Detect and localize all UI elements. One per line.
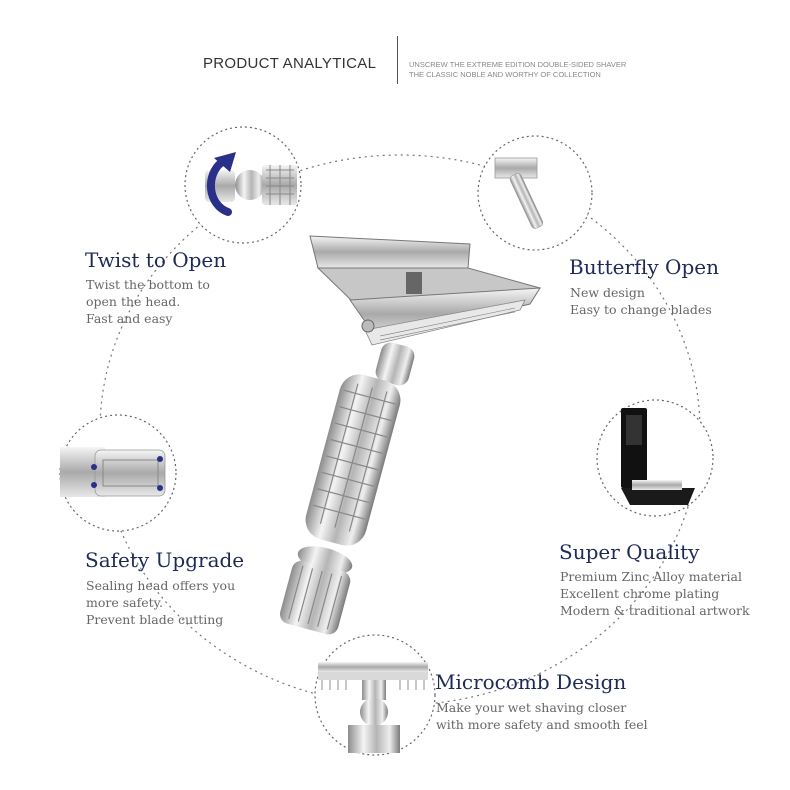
butterfly-detail-circle (477, 135, 593, 251)
quality-desc-line: Premium Zinc Alloy material (560, 569, 742, 584)
safety-title: Safety Upgrade (85, 548, 245, 572)
twist-arrow-icon (206, 158, 232, 216)
quality-desc-line: Excellent chrome plating (560, 586, 720, 601)
safety-desc-line: Prevent blade cutting (86, 612, 224, 627)
page-title: PRODUCT ANALYTICAL (203, 55, 377, 72)
twist-detail-circle (184, 126, 302, 244)
microcomb-description: Make your wet shaving closer with more s… (436, 699, 648, 733)
safety-desc-line: more safety. (86, 595, 164, 610)
header-subtitle: UNSCREW THE EXTREME EDITION DOUBLE-SIDED… (409, 60, 626, 80)
safety-detail-circle (59, 414, 177, 532)
twist-title: Twist to Open (85, 248, 227, 272)
twist-desc-line: Fast and easy (86, 311, 173, 326)
header-subtitle-line-2: THE CLASSIC NOBLE AND WORTHY OF COLLECTI… (409, 70, 601, 79)
butterfly-description: New design Easy to change blades (570, 284, 712, 318)
microcomb-desc-line: with more safety and smooth feel (436, 717, 648, 732)
microcomb-title: Microcomb Design (435, 670, 627, 694)
microcomb-desc-line: Make your wet shaving closer (436, 700, 627, 715)
quality-detail-circle (596, 399, 714, 517)
quality-title: Super Quality (559, 540, 700, 564)
butterfly-desc-line: Easy to change blades (570, 302, 712, 317)
twist-desc-line: open the head. (86, 294, 181, 309)
header-subtitle-line-1: UNSCREW THE EXTREME EDITION DOUBLE-SIDED… (409, 60, 627, 69)
butterfly-desc-line: New design (570, 285, 645, 300)
twist-desc-line: Twist the bottom to (86, 277, 210, 292)
safety-desc-line: Sealing head offers you (86, 578, 236, 593)
razor-image (279, 235, 542, 635)
butterfly-title: Butterfly Open (569, 255, 719, 279)
twist-description: Twist the bottom to open the head. Fast … (86, 276, 210, 327)
quality-desc-line: Modern & traditional artwork (560, 603, 750, 618)
header-divider (397, 36, 398, 84)
quality-description: Premium Zinc Alloy material Excellent ch… (560, 568, 750, 619)
microcomb-detail-circle (314, 634, 436, 756)
safety-description: Sealing head offers you more safety. Pre… (86, 577, 235, 628)
